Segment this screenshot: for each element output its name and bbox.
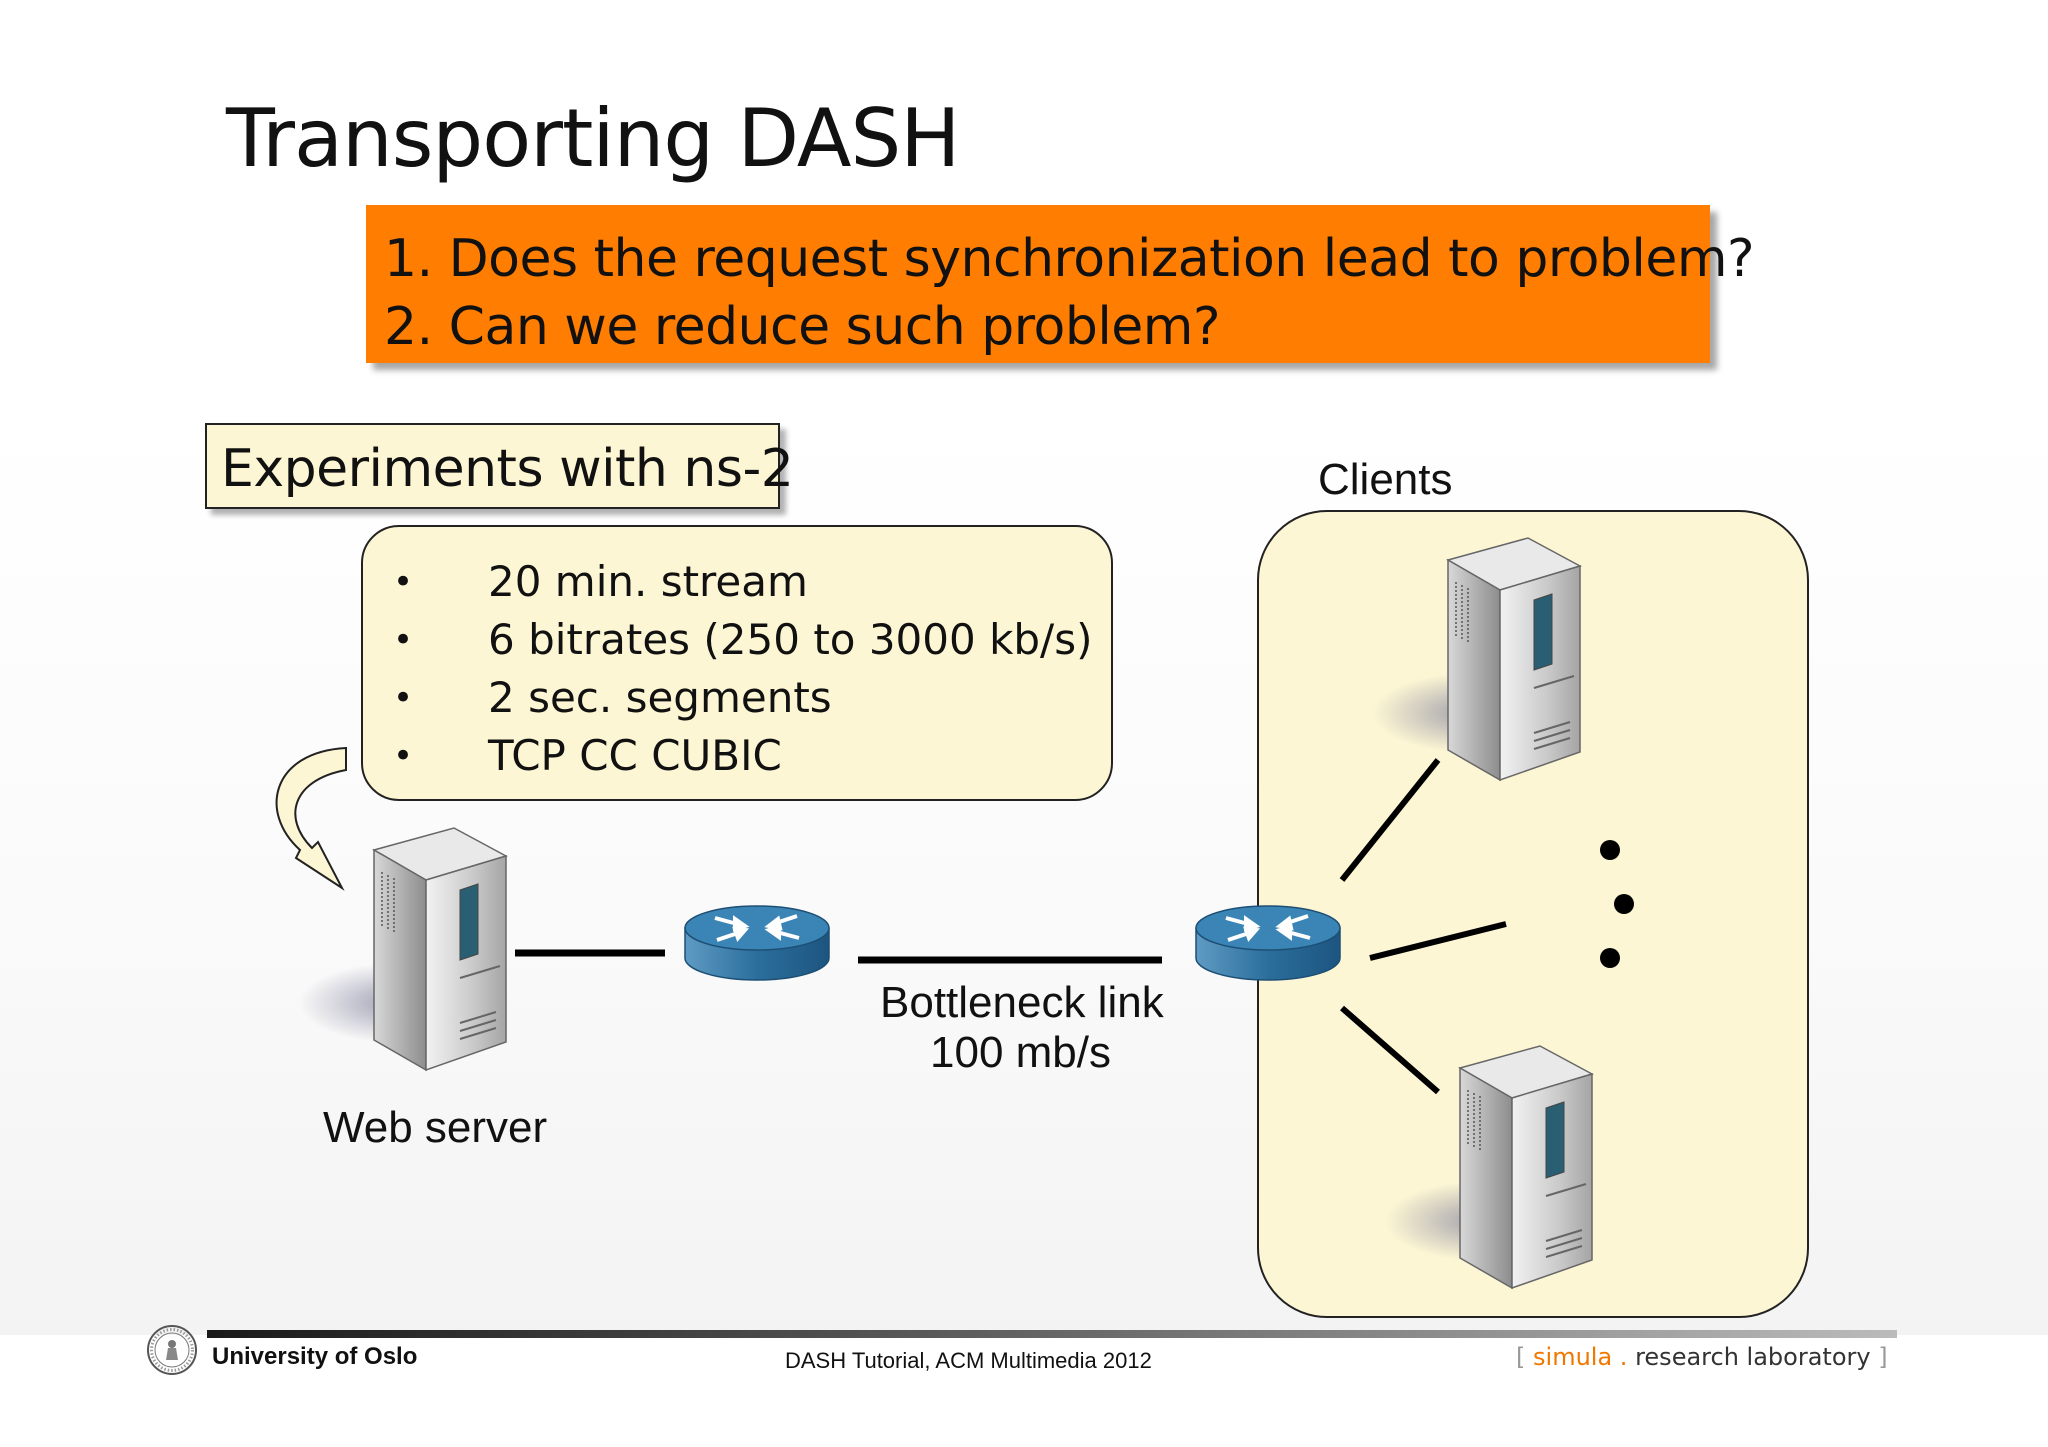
simula-dot: . (1619, 1343, 1628, 1371)
clients-label: Clients (1318, 455, 1453, 504)
details-list: • 20 min. stream • 6 bitrates (250 to 3000… (393, 553, 1111, 785)
details-item: • 2 sec. segments (393, 669, 1111, 727)
details-item-text: 6 bitrates (250 to 3000 kb/s) (488, 615, 1093, 664)
simula-brand: simula (1533, 1343, 1613, 1371)
details-item-text: 20 min. stream (488, 557, 808, 606)
web-server-label: Web server (323, 1103, 548, 1152)
simula-bracket-open: [ (1516, 1343, 1526, 1371)
ellipsis-dots (1600, 840, 1634, 968)
details-item-text: 2 sec. segments (488, 673, 832, 722)
simula-lab-name: research laboratory (1635, 1343, 1871, 1371)
footer-event: DASH Tutorial, ACM Multimedia 2012 (785, 1348, 1152, 1373)
slide-title: Transporting DASH (226, 92, 960, 185)
details-item: • TCP CC CUBIC (393, 727, 1111, 785)
details-item-text: TCP CC CUBIC (488, 731, 782, 780)
bullet-point: • (393, 562, 414, 602)
router-icon (1194, 904, 1342, 982)
question-1: 1. Does the request synchronization lead… (384, 229, 1755, 289)
simula-logo: [ simula . research laboratory ] (1516, 1343, 1888, 1371)
questions-box: 1. Does the request synchronization lead… (366, 205, 1755, 363)
bullet-point: • (393, 678, 414, 718)
university-seal-logo (147, 1325, 197, 1375)
client-server-icon (1372, 537, 1581, 781)
link-client-bottom (1340, 1005, 1440, 1095)
router-icon (683, 904, 831, 982)
question-2: 2. Can we reduce such problem? (384, 297, 1221, 357)
experiments-label-box: Experiments with ns-2 (205, 423, 794, 509)
bullet-point: • (393, 620, 414, 660)
details-item: • 20 min. stream (393, 553, 1111, 611)
bottleneck-label: Bottleneck link (880, 978, 1164, 1027)
client-server-icon (1384, 1045, 1593, 1289)
bottleneck-rate-label: 100 mb/s (930, 1028, 1111, 1077)
link-client-middle (1369, 921, 1507, 961)
experiment-details-box: • 20 min. stream • 6 bitrates (250 to 3000… (361, 525, 1113, 801)
link-client-top (1339, 758, 1441, 882)
curved-arrow-icon (275, 746, 347, 891)
university-name: University of Oslo (212, 1343, 418, 1370)
details-item: • 6 bitrates (250 to 3000 kb/s) (393, 611, 1111, 669)
simula-bracket-close: ] (1878, 1343, 1888, 1371)
footer-rule (207, 1330, 1897, 1338)
bullet-point: • (393, 736, 414, 776)
